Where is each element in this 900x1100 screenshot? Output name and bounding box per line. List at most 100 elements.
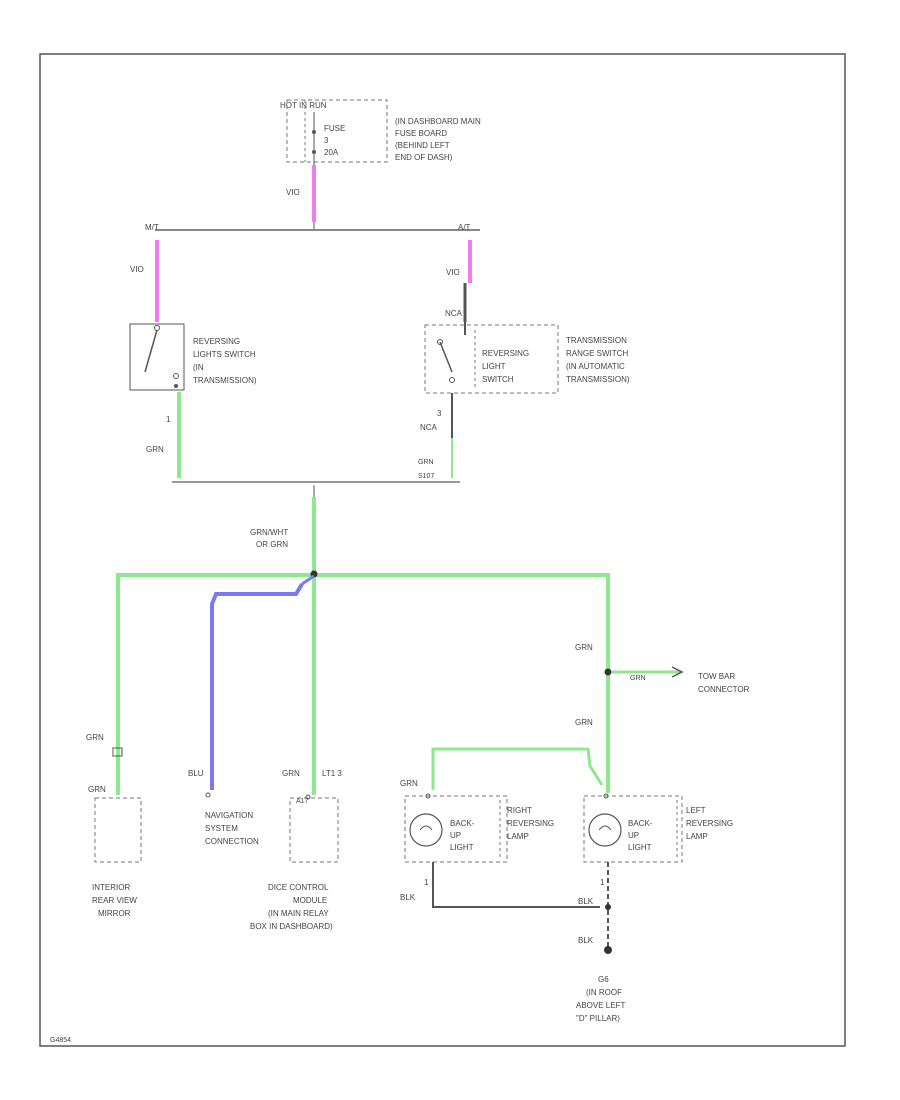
right-lamp-top-pin — [425, 793, 431, 799]
left-lamp-inner-3: LIGHT — [628, 843, 652, 852]
ground-label-2: (IN ROOF — [586, 988, 622, 997]
at-switch-contact-bottom — [449, 377, 455, 383]
dice-label-3: (IN MAIN RELAY — [268, 909, 329, 918]
wire-label-grn-lamp: GRN — [400, 779, 418, 788]
at-switch-inner-3: SWITCH — [482, 375, 514, 384]
interior-mirror: INTERIOR REAR VIEW MIRROR — [92, 797, 142, 918]
right-lamp-bulb — [409, 813, 443, 847]
mt-switch-label-3: (IN — [193, 363, 204, 372]
wire-label-grn-tow: GRN — [630, 675, 646, 682]
right-lamp-inner-1: BACK- — [450, 819, 475, 828]
ground-g6: G6 (IN ROOF ABOVE LEFT "D" PILLAR) — [576, 975, 625, 1023]
mt-switch-label-1: REVERSING — [193, 337, 240, 346]
nav-label-2: SYSTEM — [205, 824, 238, 833]
mt-switch-contact-bottom — [173, 373, 179, 379]
left-lamp-label-3: LAMP — [686, 832, 708, 841]
right-lamp-inner-3: LIGHT — [450, 843, 474, 852]
wire-label-grn-right: GRN — [418, 459, 434, 466]
wire-label-grn-mirror: GRN — [86, 733, 104, 742]
at-switch-inner-2: LIGHT — [482, 362, 506, 371]
left-lamp-bulb — [588, 813, 622, 847]
wire-label-lt1: LT1 3 — [322, 769, 342, 778]
dice-box — [289, 797, 339, 863]
wire-label-grn-right-lower: GRN — [575, 718, 593, 727]
wire-label-grn-right-top: GRN — [575, 643, 593, 652]
fuse-location-3: (BEHIND LEFT — [395, 141, 450, 150]
wire-label-vio-fuse: VIO — [286, 188, 300, 197]
dice-label-1: DICE CONTROL — [268, 883, 329, 892]
at-switch-label-2: RANGE SWITCH — [566, 349, 628, 358]
mirror-label-1: INTERIOR — [92, 883, 130, 892]
fuse-line-2: 3 — [324, 136, 329, 145]
mirror-label-2: REAR VIEW — [92, 896, 137, 905]
label-mt: M/T — [145, 223, 159, 232]
label-at: A/T — [458, 223, 471, 232]
wire-label-grn-dice: GRN — [282, 769, 300, 778]
at-switch-contact-top — [437, 339, 443, 345]
wire-label-blk-ground: BLK — [578, 936, 594, 945]
left-lamp-top-pin — [603, 793, 609, 799]
dice-label-4: BOX IN DASHBOARD) — [250, 922, 333, 931]
wire-label-pin-left: 1 — [166, 415, 171, 424]
left-lamp-box — [583, 795, 683, 863]
wire-label-blk-right: BLK — [400, 893, 416, 902]
at-switch-label-1: TRANSMISSION — [566, 336, 627, 345]
mt-switch-contact-base — [174, 384, 178, 388]
fuse-outline — [286, 99, 388, 163]
wire-label-vio-right: VIO — [446, 268, 460, 277]
mt-reversing-switch: REVERSING LIGHTS SWITCH (IN TRANSMISSION… — [129, 323, 257, 391]
wire-blk-right — [432, 862, 600, 908]
left-lamp-label-2: REVERSING — [686, 819, 733, 828]
nav-label-3: CONNECTION — [205, 837, 259, 846]
ground-label-1: G6 — [598, 975, 609, 984]
fuse-line-1: FUSE — [324, 124, 345, 133]
dice-label-2: MODULE — [293, 896, 327, 905]
diagram-frame — [39, 53, 846, 1047]
wire-label-grn-wht-2: OR GRN — [256, 540, 288, 549]
nav-pin — [205, 792, 211, 798]
fuse-power-label: HOT IN RUN — [280, 101, 327, 110]
right-lamp-filament — [419, 825, 433, 831]
tow-bar-label-1: TOW BAR — [698, 672, 735, 681]
wire-grn-horizontal — [116, 573, 610, 795]
ground-point — [604, 946, 612, 954]
wire-label-grn-wht-1: GRN/WHT — [250, 528, 288, 537]
ground-label-4: "D" PILLAR) — [576, 1014, 620, 1023]
right-lamp-box — [404, 795, 508, 863]
mt-switch-label-4: TRANSMISSION) — [193, 376, 257, 385]
right-lamp-inner-2: UP — [450, 831, 461, 840]
left-lamp-filament — [598, 825, 612, 831]
left-lamp-inner-2: UP — [628, 831, 639, 840]
fuse-dot-bottom — [312, 150, 316, 154]
tow-bar-label-2: CONNECTOR — [698, 685, 750, 694]
dice-pin-label: A17 — [296, 798, 309, 805]
right-reversing-lamp: BACK- UP LIGHT RIGHT REVERSING LAMP — [404, 793, 554, 863]
at-switch-label-3: (IN AUTOMATIC — [566, 362, 625, 371]
tow-connector-arrow — [671, 666, 684, 678]
fuse-location-1: (IN DASHBOARD MAIN — [395, 117, 481, 126]
wire-label-grn-left: GRN — [146, 445, 164, 454]
mt-switch-blade — [144, 329, 158, 373]
wire-label-blk-left: BLK — [578, 897, 594, 906]
wire-label-nca-bottom: NCA — [420, 423, 438, 432]
left-lamp-inner-1: BACK- — [628, 819, 653, 828]
dice-pin — [305, 794, 311, 800]
splice-ground — [605, 904, 611, 910]
wire-label-pin-right: 3 — [437, 409, 442, 418]
fuse-location-4: END OF DASH) — [395, 153, 453, 162]
wire-grn-lamp-branch — [431, 747, 604, 790]
at-switch-label-4: TRANSMISSION) — [566, 375, 630, 384]
at-range-switch: REVERSING LIGHT SWITCH TRANSMISSION RANG… — [424, 322, 630, 394]
wire-label-grn-mirror-conn: GRN — [88, 785, 106, 794]
splice-tow — [604, 668, 612, 676]
ground-label-3: ABOVE LEFT — [576, 1001, 625, 1010]
right-lamp-label-1: RIGHT — [507, 806, 532, 815]
mt-switch-box — [129, 323, 185, 391]
mirror-connector-pin — [112, 747, 123, 757]
diagram-id: G4854 — [50, 1037, 71, 1044]
wire-label-nca-top: NCA — [445, 309, 463, 318]
fuse-dot-top — [312, 130, 316, 134]
left-lamp-label-1: LEFT — [686, 806, 706, 815]
mt-switch-contact-top — [154, 325, 160, 331]
